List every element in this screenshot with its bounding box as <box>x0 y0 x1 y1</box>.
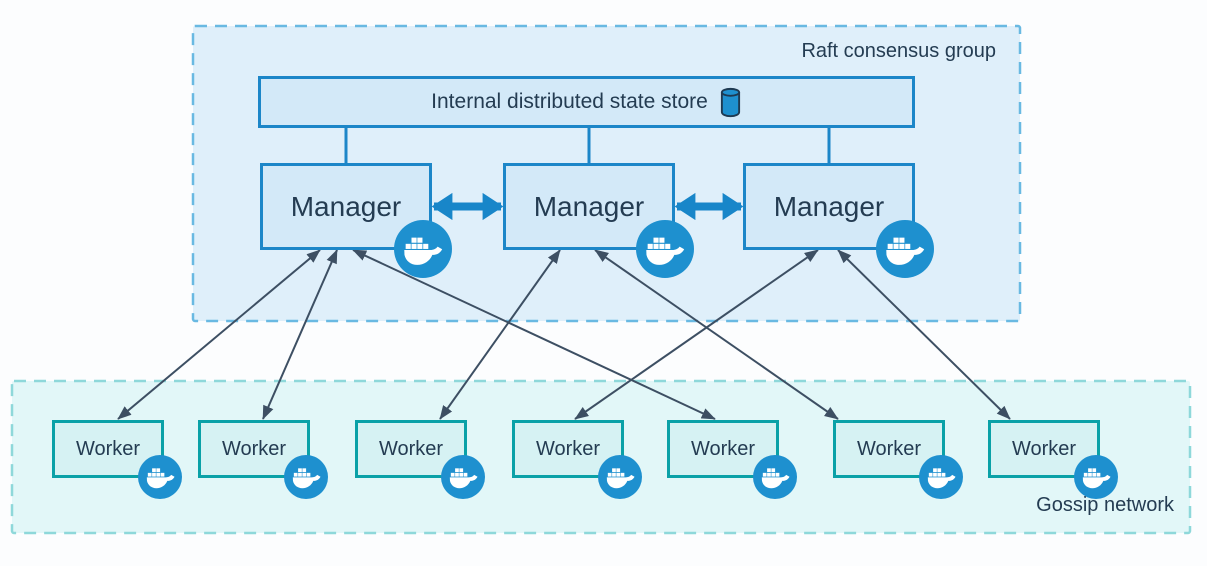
docker-icon <box>138 455 182 499</box>
manager-label: Manager <box>533 190 645 222</box>
docker-icon <box>919 455 963 499</box>
manager-worker-arrow <box>439 249 561 420</box>
manager-worker-arrow <box>262 249 338 420</box>
docker-icon <box>636 220 694 278</box>
docker-icon <box>598 455 642 499</box>
worker-label: Worker <box>378 437 444 460</box>
docker-icon <box>1074 455 1118 499</box>
worker-label: Worker <box>856 437 922 460</box>
state-store-label: Internal distributed state store <box>431 90 708 113</box>
worker-label: Worker <box>535 437 601 460</box>
docker-icon <box>876 220 934 278</box>
docker-icon <box>441 455 485 499</box>
worker-label: Worker <box>690 437 756 460</box>
docker-icon <box>284 455 328 499</box>
manager-label: Manager <box>773 190 885 222</box>
worker-label: Worker <box>75 437 141 460</box>
worker-label: Worker <box>221 437 287 460</box>
manager-worker-arrow <box>574 249 819 420</box>
raft-group-label: Raft consensus group <box>801 40 996 62</box>
docker-icon <box>753 455 797 499</box>
manager-label: Manager <box>290 190 402 222</box>
worker-label: Worker <box>1011 437 1077 460</box>
manager-worker-arrow <box>837 249 1011 420</box>
docker-icon <box>394 220 452 278</box>
state-store-node: Internal distributed state store <box>258 76 915 128</box>
connection-arrows <box>117 128 1011 420</box>
gossip-network-label: Gossip network <box>1036 494 1174 516</box>
database-icon <box>720 87 740 117</box>
